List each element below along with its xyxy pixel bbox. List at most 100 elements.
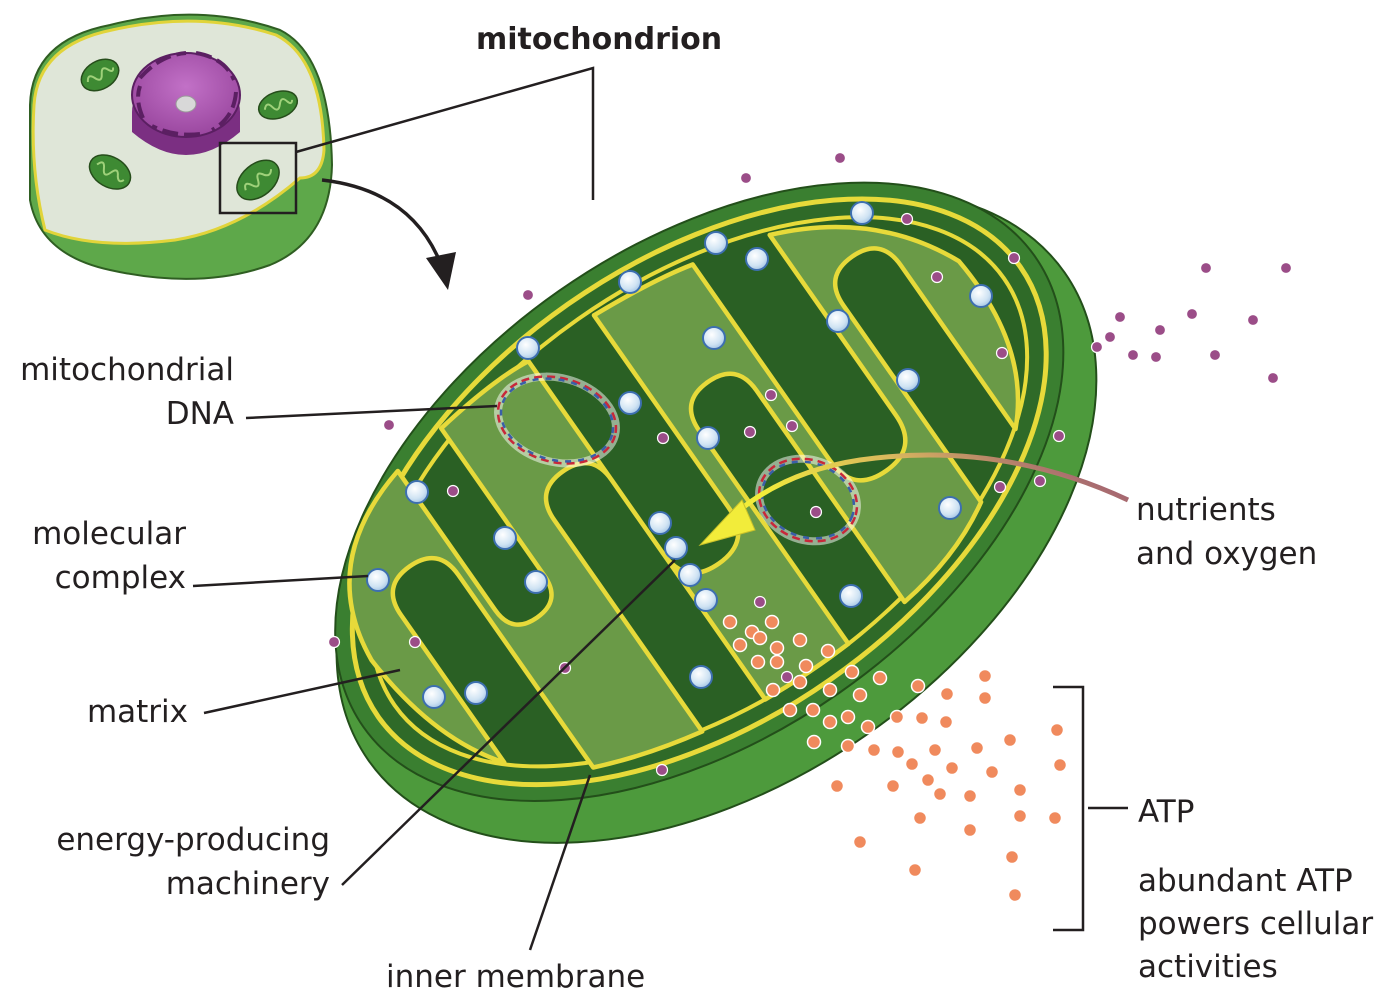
atp-particle (820, 643, 836, 659)
atp-particle (1004, 849, 1020, 865)
complex-particle (366, 568, 390, 592)
nutrient-particle (1199, 261, 1213, 275)
atp-particle (1012, 782, 1028, 798)
nutrient-particle (1113, 310, 1127, 324)
label-molecular-complex-line1: molecular (32, 516, 186, 552)
label-abundant-atp-line3: activities (1138, 949, 1278, 985)
nutrient-particle (1153, 323, 1167, 337)
complex-particle (704, 231, 728, 255)
label-nutrients-oxygen-line2: and oxygen (1136, 536, 1318, 572)
complex-particle (896, 368, 920, 392)
nutrient-particle (753, 595, 767, 609)
zoom-arrowhead (426, 252, 456, 290)
complex-particle (839, 584, 863, 608)
mini-mitochondrion (236, 159, 280, 201)
nutrient-particle (408, 635, 422, 649)
atp-particle (852, 687, 868, 703)
nutrient-particle (655, 763, 669, 777)
nutrient-particle (995, 346, 1009, 360)
nutrient-particle (1279, 261, 1293, 275)
leader-lines (192, 404, 1128, 951)
atp-particle (769, 654, 785, 670)
nutrient-particle (1052, 429, 1066, 443)
atp-particle (907, 862, 923, 878)
nutrient-particle (739, 171, 753, 185)
complex-particle (689, 665, 713, 689)
atp-particle (969, 740, 985, 756)
atp-particle (977, 690, 993, 706)
atp-particle (769, 640, 785, 656)
label-molecular-complex: molecular complex (32, 512, 186, 600)
label-molecular-complex-line2: complex (54, 560, 186, 596)
atp-particle (1049, 722, 1065, 738)
complex-particle (969, 284, 993, 308)
nutrient-particle (521, 288, 535, 302)
atp-particle (722, 614, 738, 630)
complex-particle (493, 526, 517, 550)
nutrient-particle (1090, 340, 1104, 354)
atp-particle (765, 682, 781, 698)
atp-particles (722, 614, 1068, 903)
atp-particle (866, 742, 882, 758)
cell-inset (29, 13, 334, 280)
atp-particle (805, 702, 821, 718)
nutrient-particle (327, 635, 341, 649)
complex-particle (618, 270, 642, 294)
atp-particle (944, 760, 960, 776)
atp-particle (977, 668, 993, 684)
complex-particle (938, 496, 962, 520)
atp-particle (910, 678, 926, 694)
mini-mitochondrion (257, 90, 299, 120)
atp-particle (914, 710, 930, 726)
label-nutrients-oxygen-line1: nutrients (1136, 492, 1276, 528)
complex-particle (422, 685, 446, 709)
complex-particle (850, 201, 874, 225)
mini-mitochondrion (80, 58, 120, 92)
atp-particle (822, 682, 838, 698)
atp-particle (984, 764, 1000, 780)
label-energy-machinery-line1: energy-producing (56, 822, 330, 858)
nutrient-particle (446, 484, 460, 498)
complex-particle (694, 588, 718, 612)
nutrient-particle (1007, 251, 1021, 265)
nutrient-particle (382, 418, 396, 432)
nutrient-particle (1208, 348, 1222, 362)
nutrient-particle (993, 480, 1007, 494)
mitochondrial-dna (755, 454, 861, 546)
atp-particle (920, 772, 936, 788)
label-inner-membrane: inner membrane (386, 959, 646, 995)
atp-particle (750, 654, 766, 670)
nutrient-particle (900, 212, 914, 226)
atp-particle (844, 664, 860, 680)
nutrient-particle (785, 419, 799, 433)
atp-particle (962, 788, 978, 804)
zoom-leader-line (295, 66, 595, 200)
atp-particle (912, 810, 928, 826)
label-atp: ATP (1138, 794, 1195, 830)
crista-matrix-region (347, 224, 1021, 770)
nutrient-particle (1126, 348, 1140, 362)
nutrient-particle (809, 505, 823, 519)
atp-particle (1012, 808, 1028, 824)
atp-particle (939, 686, 955, 702)
atp-particle (1007, 887, 1023, 903)
atp-particle (840, 738, 856, 754)
atp-particle (927, 742, 943, 758)
complex-particle (516, 336, 540, 360)
nutrient-particle (780, 670, 794, 684)
nutrient-particle (1033, 474, 1047, 488)
atp-particle (904, 756, 920, 772)
complex-particle (648, 511, 672, 535)
atp-particle (938, 714, 954, 730)
nutrient-particle (1266, 371, 1280, 385)
atp-particle (840, 709, 856, 725)
nutrient-arrow (726, 452, 1130, 522)
zoom-box (218, 141, 298, 215)
complex-particle (678, 563, 702, 587)
label-energy-machinery: energy-producing machinery (56, 818, 330, 906)
zoom-arrow (321, 178, 442, 263)
atp-particle (1052, 757, 1068, 773)
atp-particle (792, 632, 808, 648)
nutrient-particle (930, 270, 944, 284)
